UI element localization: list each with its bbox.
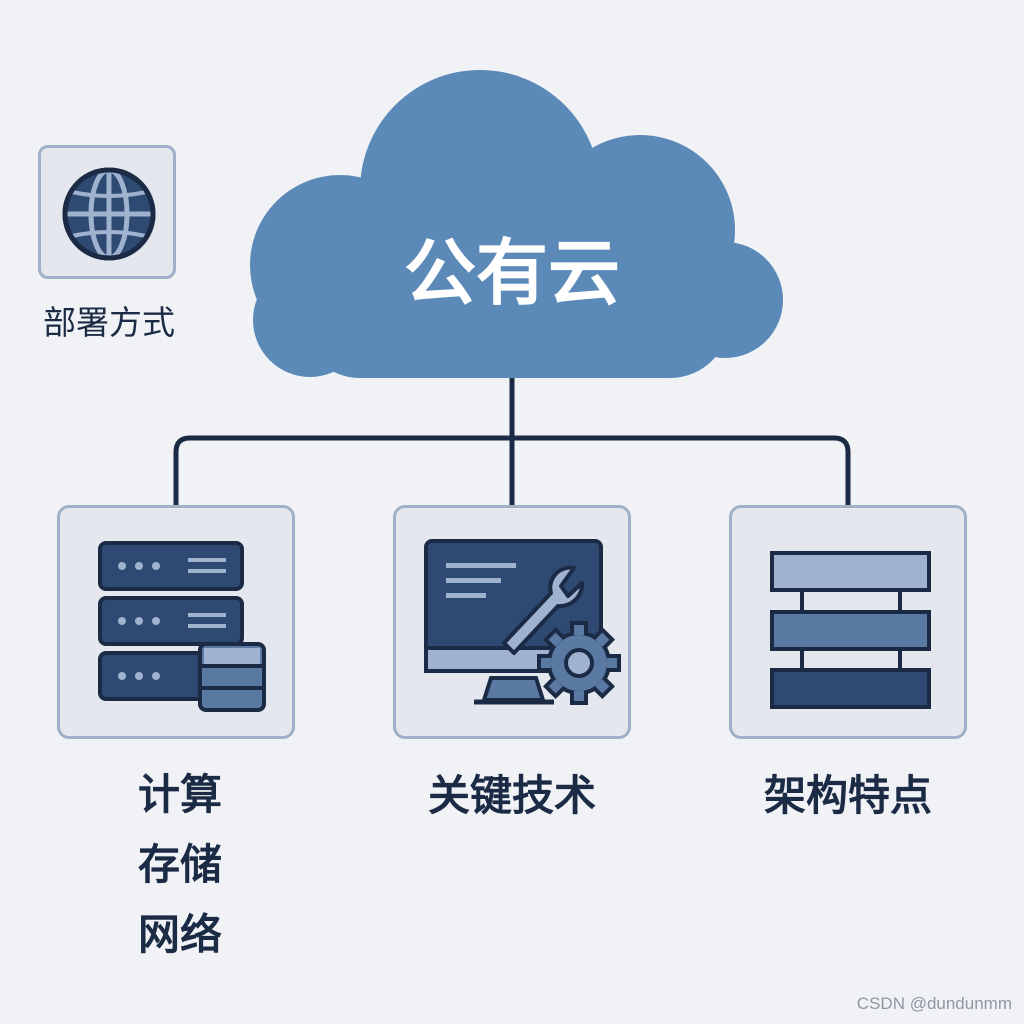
- layered-architecture-icon: [770, 551, 931, 709]
- network-item-label: 网络: [137, 910, 222, 959]
- compute-card: [57, 505, 295, 739]
- globe-icon: [62, 167, 156, 261]
- compute-items-list: 计算 存储 网络: [120, 760, 240, 970]
- arch-card: [729, 505, 967, 739]
- arch-caption: 架构特点: [763, 771, 932, 820]
- cloud-title: 公有云: [404, 231, 620, 315]
- tech-caption: 关键技术: [427, 771, 596, 820]
- compute-item-label: 计算: [137, 770, 222, 819]
- cloud-shape: 公有云: [250, 70, 783, 378]
- connector-lines: [173, 375, 851, 505]
- monitor-wrench-gear-icon: [424, 539, 621, 705]
- deployment-icon-box: [38, 145, 176, 279]
- deployment-label: 部署方式: [43, 303, 175, 342]
- tech-card: [393, 505, 631, 739]
- server-stack-icon: [98, 541, 266, 712]
- storage-item-label: 存储: [137, 840, 222, 889]
- watermark: CSDN @dundunmm: [856, 994, 1012, 1013]
